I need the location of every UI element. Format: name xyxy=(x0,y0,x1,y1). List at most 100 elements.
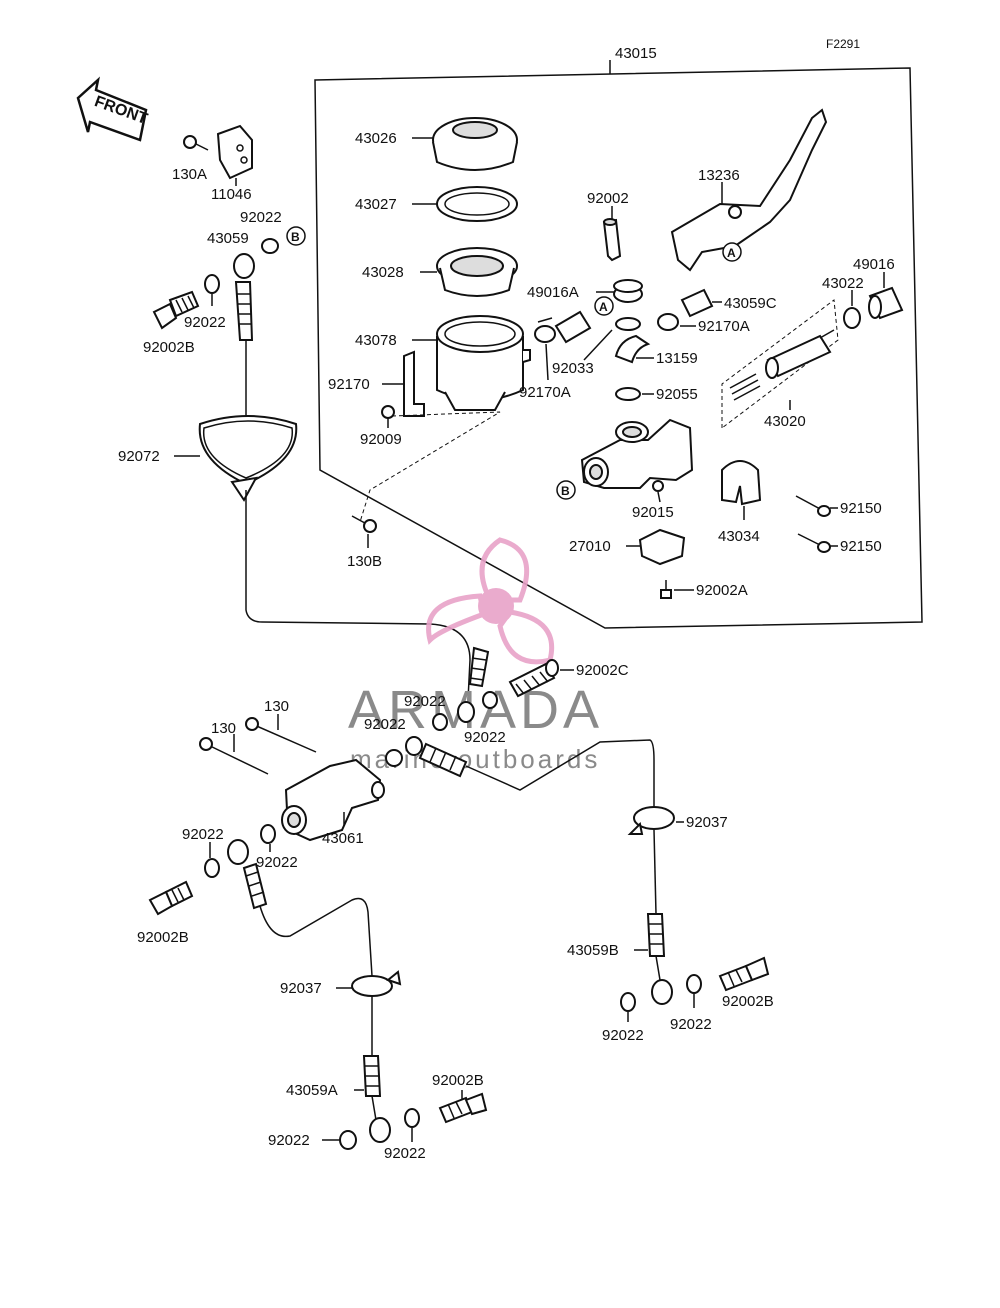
svg-text:B: B xyxy=(561,484,570,498)
washer-m1 xyxy=(385,749,403,767)
washer-near-92033 xyxy=(615,317,641,331)
label-43061: 43061 xyxy=(322,830,364,847)
reservoir-cap xyxy=(432,117,518,171)
washer-92022-br xyxy=(404,1108,420,1128)
watermark-logo xyxy=(426,537,555,665)
washer-92022-bl xyxy=(339,1130,357,1150)
label-92002C: 92002C xyxy=(576,662,629,679)
hose-left-lower xyxy=(227,839,373,977)
banjo-bolt-92002b-left xyxy=(148,880,194,916)
screw-92002a xyxy=(660,580,672,599)
label-92022-b: 92022 xyxy=(184,314,226,331)
junction-43061 xyxy=(281,758,385,842)
switch-27010 xyxy=(638,528,686,566)
label-92170: 92170 xyxy=(328,376,370,393)
label-92170A-left: 92170A xyxy=(519,384,571,401)
label-92009: 92009 xyxy=(360,431,402,448)
label-130A: 130A xyxy=(172,166,207,183)
label-43020: 43020 xyxy=(764,413,806,430)
label-92022-m2: 92022 xyxy=(404,693,446,710)
label-49016: 49016 xyxy=(853,256,895,273)
label-43059: 43059 xyxy=(207,230,249,247)
label-92022-top: 92022 xyxy=(240,209,282,226)
label-92055: 92055 xyxy=(656,386,698,403)
label-92037-left: 92037 xyxy=(280,980,322,997)
label-130-upper: 130 xyxy=(264,698,289,715)
label-43078: 43078 xyxy=(355,332,397,349)
label-43027: 43027 xyxy=(355,196,397,213)
figure-code: F2291 xyxy=(826,37,860,51)
elbow-13159 xyxy=(614,334,651,364)
label-92022-m3: 92022 xyxy=(464,729,506,746)
label-92150-top: 92150 xyxy=(840,500,882,517)
piston-assembly xyxy=(729,329,835,401)
label-92022-bl: 92022 xyxy=(268,1132,310,1149)
clamp-92037-left xyxy=(351,970,402,997)
hose-fitting-92002c xyxy=(508,659,559,698)
label-92002B-right: 92002B xyxy=(722,993,774,1010)
reservoir-body xyxy=(436,315,531,411)
washer-mid-right xyxy=(482,691,498,709)
hose-mid-vertical xyxy=(457,646,490,723)
callout-a-right: A xyxy=(722,242,742,262)
bracket-11046 xyxy=(216,124,253,180)
oring-92055 xyxy=(615,387,641,401)
screw-92015 xyxy=(652,480,664,492)
label-92022-r2: 92022 xyxy=(670,1016,712,1033)
label-92002B-left: 92002B xyxy=(137,929,189,946)
label-11046: 11046 xyxy=(211,186,252,203)
hose-43059c xyxy=(680,288,714,318)
master-cylinder-body xyxy=(580,418,694,489)
label-92002A: 92002A xyxy=(696,582,748,599)
label-92002B-top: 92002B xyxy=(143,339,195,356)
hose-mid-horizontal xyxy=(405,736,468,778)
bolt-130a xyxy=(183,135,209,151)
callout-a-left: A xyxy=(594,296,614,316)
callout-b-top: B xyxy=(286,226,306,246)
brake-line-main xyxy=(245,490,471,701)
label-43059B: 43059B xyxy=(567,942,619,959)
label-49016A: 49016A xyxy=(527,284,579,301)
label-92022-r1: 92022 xyxy=(602,1027,644,1044)
clamp-92170a-left xyxy=(534,317,556,343)
brake-lever xyxy=(670,108,828,272)
bolt-130-lower xyxy=(199,737,269,775)
label-43059C: 43059C xyxy=(724,295,777,312)
assembly-43015-frame xyxy=(314,60,923,629)
label-92072: 92072 xyxy=(118,448,160,465)
label-92022-br: 92022 xyxy=(384,1145,426,1162)
diaphragm-ring xyxy=(436,186,518,222)
washer-92022-r1 xyxy=(620,992,636,1012)
banjo-bolt-92002b-bottom xyxy=(438,1092,488,1124)
hose-92033 xyxy=(554,310,592,344)
clamp-92170a-right xyxy=(657,313,679,331)
bracket-92170 xyxy=(403,350,425,417)
label-92015: 92015 xyxy=(632,504,674,521)
bolt-130b xyxy=(351,515,377,533)
clamp-92037-right xyxy=(627,806,675,835)
hose-43059a xyxy=(362,996,391,1143)
piston-kit-frame xyxy=(721,299,839,430)
label-92022-l1: 92022 xyxy=(182,826,224,843)
label-92002: 92002 xyxy=(587,190,629,207)
handlebar-clamp xyxy=(721,460,762,506)
label-43059A: 43059A xyxy=(286,1082,338,1099)
banjo-bolt-92002b-right xyxy=(718,956,770,992)
circlip-43022 xyxy=(843,307,861,329)
label-43034: 43034 xyxy=(718,528,760,545)
banjo-bolt-92002b-top xyxy=(152,290,200,330)
label-92170A-right: 92170A xyxy=(698,318,750,335)
hose-clamp-92072 xyxy=(198,415,298,502)
label-43028: 43028 xyxy=(362,264,404,281)
label-27010: 27010 xyxy=(569,538,611,555)
label-92037-right: 92037 xyxy=(686,814,728,831)
dust-cap-49016a xyxy=(613,279,643,303)
label-43026: 43026 xyxy=(355,130,397,147)
label-92033: 92033 xyxy=(552,360,594,377)
brake-line-right xyxy=(465,739,655,806)
callout-b-body: B xyxy=(556,480,576,500)
bolt-130-upper xyxy=(245,717,317,753)
label-13236: 13236 xyxy=(698,167,740,184)
washer-92022-l2 xyxy=(260,824,276,844)
